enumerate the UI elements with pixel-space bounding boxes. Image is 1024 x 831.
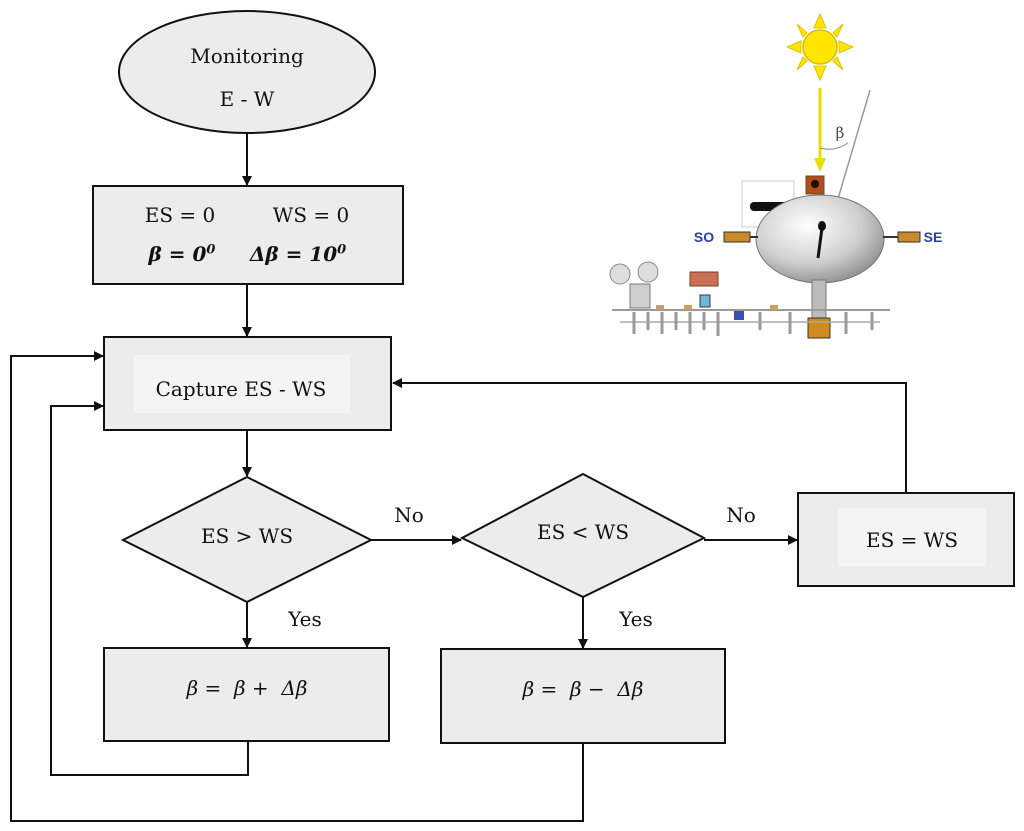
decrease-label: β = β − Δβ <box>522 677 644 701</box>
decision2-label: ES < WS <box>536 520 630 544</box>
branch-no-2: No <box>726 503 756 527</box>
loop-decrease-to-capture <box>10 351 584 822</box>
connectors <box>10 134 907 822</box>
capture-inner-panel <box>134 355 350 413</box>
branch-yes-2: Yes <box>619 607 653 631</box>
decrease-box <box>440 648 726 744</box>
decision1-label: ES > WS <box>200 524 294 548</box>
west-sensor-label: SO <box>693 229 715 245</box>
beta-angle-arc <box>819 142 849 150</box>
increase-box <box>103 647 390 742</box>
west-sensor <box>723 231 751 243</box>
equal-label: ES = WS <box>865 528 959 552</box>
electronics-board <box>609 261 890 336</box>
start-label-line2: E - W <box>219 87 275 111</box>
init-beta-exponent: 0 <box>206 242 216 258</box>
init-es-label: ES = 0 <box>144 203 216 227</box>
init-box <box>92 185 404 285</box>
loop-increase-to-capture <box>50 401 249 776</box>
init-ws-label: WS = 0 <box>272 203 350 227</box>
equal-inner-panel <box>838 508 986 566</box>
init-beta-text: β = 0 <box>148 242 207 266</box>
increase-label: β = β + Δβ <box>186 676 308 700</box>
init-dbeta-exponent: 0 <box>337 242 347 258</box>
branch-no-1: No <box>394 503 424 527</box>
init-dbeta-label: Δβ = 100 <box>250 242 346 266</box>
tracker-stem <box>811 279 827 319</box>
east-sensor <box>897 231 921 243</box>
east-sensor-label: SE <box>923 229 943 245</box>
start-label-line1: Monitoring <box>190 44 304 68</box>
sun-ray-arrowhead <box>814 158 826 172</box>
start-ellipse <box>118 10 376 134</box>
illustration-beta-label: β <box>835 124 845 142</box>
init-dbeta-text: Δβ = 10 <box>249 242 338 266</box>
sun-icon <box>785 12 855 82</box>
branch-yes-1: Yes <box>288 607 322 631</box>
loop-equal-to-capture <box>392 378 907 493</box>
tracker-illustration <box>609 12 921 339</box>
base-sensor <box>807 317 831 339</box>
capture-label: Capture ES - WS <box>155 377 327 401</box>
init-beta-label: β = 00 <box>149 242 216 266</box>
